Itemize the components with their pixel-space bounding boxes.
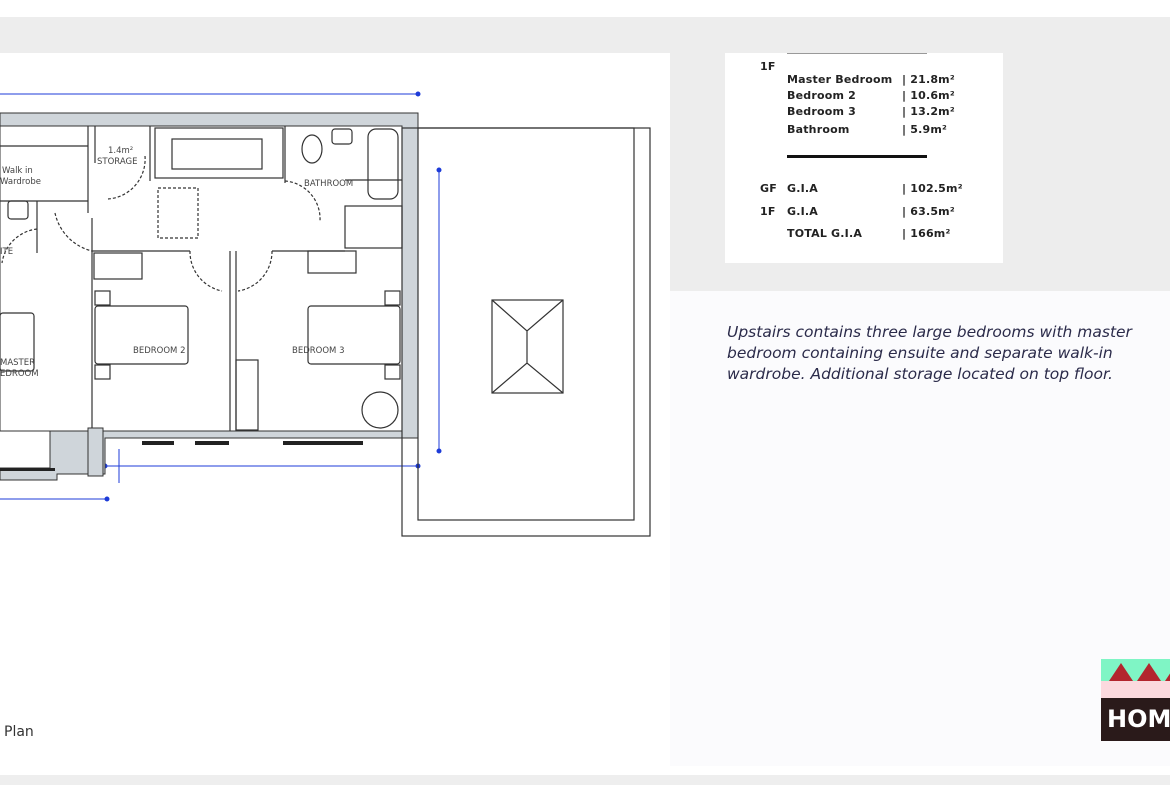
bathroom-label: BATHROOM bbox=[304, 179, 353, 189]
floor-label: 1F bbox=[760, 60, 776, 73]
room-area: | 10.6m² bbox=[902, 89, 955, 102]
master-label-2: EDROOM bbox=[0, 369, 39, 379]
floor-plan-drawing: 1.4m² STORAGE Walk in Wardrobe BATHROOM … bbox=[0, 91, 651, 537]
room-area: | 21.8m² bbox=[902, 73, 955, 86]
total-floor: GF bbox=[760, 182, 777, 195]
total-floor: 1F bbox=[760, 205, 776, 218]
total-area: | 63.5m² bbox=[902, 205, 955, 218]
storage-area-label: 1.4m² bbox=[108, 146, 133, 156]
total-area: | 102.5m² bbox=[902, 182, 963, 195]
plan-title: Plan bbox=[4, 724, 34, 740]
walk-in-label-2: Wardrobe bbox=[0, 177, 41, 187]
storage-label: STORAGE bbox=[97, 157, 137, 167]
divider bbox=[787, 155, 927, 158]
brand-logo: HOM bbox=[1101, 659, 1170, 741]
room-area: | 13.2m² bbox=[902, 105, 955, 118]
logo-triangles-icon bbox=[1109, 663, 1170, 681]
total-label: G.I.A bbox=[787, 205, 818, 218]
master-label-1: MASTER bbox=[0, 358, 35, 368]
right-lower-panel bbox=[670, 291, 1170, 766]
total-area: | 166m² bbox=[902, 227, 951, 240]
logo-text: HOM bbox=[1101, 698, 1170, 741]
total-label: G.I.A bbox=[787, 182, 818, 195]
room-name: Bedroom 2 bbox=[787, 89, 857, 102]
ensuite-label: ITE bbox=[0, 247, 13, 257]
room-name: Bedroom 3 bbox=[787, 105, 857, 118]
description-text: Upstairs contains three large bedrooms w… bbox=[727, 323, 1132, 383]
bedroom3-label: BEDROOM 3 bbox=[292, 346, 344, 356]
room-area: | 5.9m² bbox=[902, 123, 948, 136]
bedroom2-label: BEDROOM 2 bbox=[133, 346, 185, 356]
walk-in-label-1: Walk in bbox=[2, 166, 33, 176]
area-table: 1F Master Bedroom | 21.8m² Bedroom 2 | 1… bbox=[725, 53, 1003, 263]
room-name: Bathroom bbox=[787, 123, 850, 136]
total-label: TOTAL G.I.A bbox=[787, 227, 863, 240]
room-name: Master Bedroom bbox=[787, 73, 893, 86]
bottom-band bbox=[0, 775, 1170, 785]
